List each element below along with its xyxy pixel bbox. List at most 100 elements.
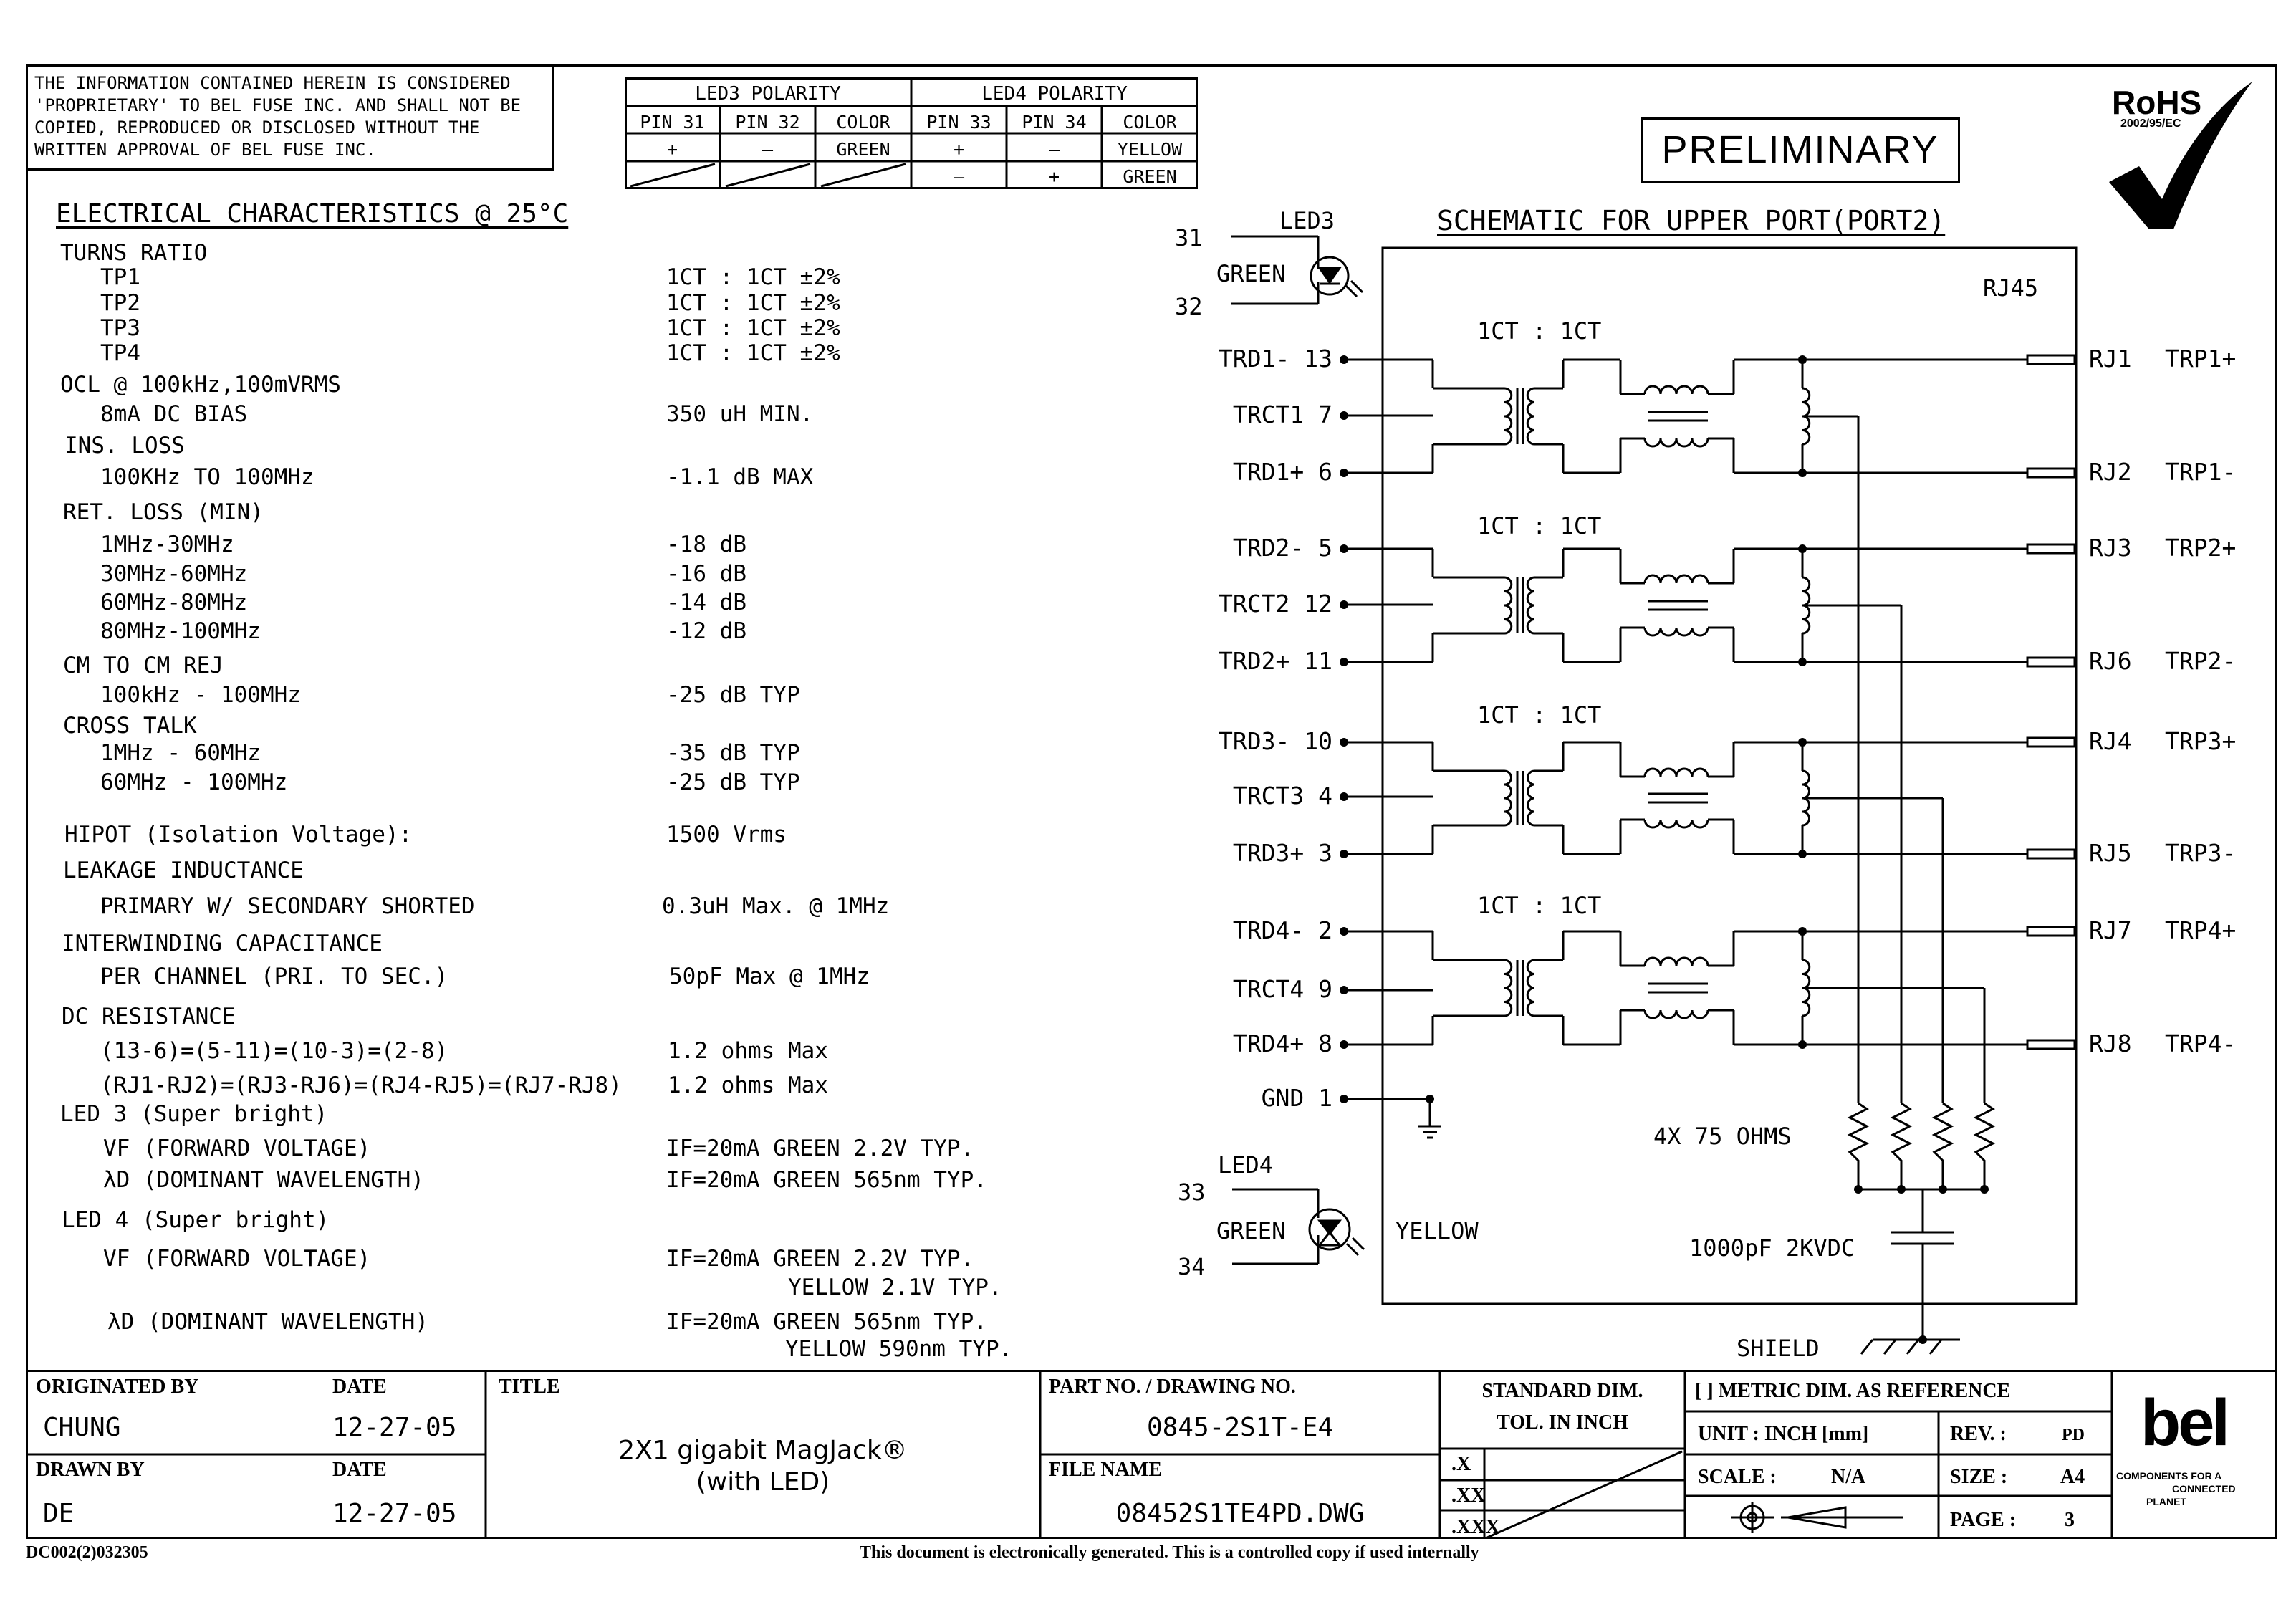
left-pin-label: TRCT4 9 [1232,975,1332,1003]
rohs-mark: RoHS [2112,84,2202,121]
date-value-1: 12-27-05 [332,1413,457,1442]
polarity-grid [625,77,1198,189]
spec-label: TP2 [100,290,140,316]
rj-signal-label: TRP3+ [2165,727,2237,755]
spec-label: PER CHANNEL (PRI. TO SEC.) [100,964,448,989]
part-no-value: 0845-2S1T-E4 [1146,1413,1334,1442]
spec-label: HIPOT (Isolation Voltage): [64,822,413,848]
spec-label: TP4 [100,340,140,366]
spec-label: λD (DOMINANT WAVELENGTH) [107,1309,428,1335]
title-label: TITLE [499,1376,560,1398]
rj-signal-label: TRP4- [2165,1030,2237,1057]
led4-name: LED4 [1218,1151,1274,1179]
spec-value: 1500 Vrms [666,822,787,848]
standard-dim: STANDARD DIM. [1481,1380,1643,1402]
metric-note: [ ] METRIC DIM. AS REFERENCE [1695,1380,2011,1402]
left-pin-label: TRD4+ 8 [1232,1030,1332,1057]
spec-value: 1.2 ohms Max [668,1072,828,1098]
led4-polarity-title: LED4 POLARITY [981,83,1128,105]
rj-signal-label: TRP1- [2165,458,2237,486]
led3-polarity-title: LED3 POLARITY [695,83,841,105]
preliminary-text: PRELIMINARY [1661,128,1939,171]
rj-signal-label: TRP2+ [2165,534,2237,562]
drawing-border [26,64,2277,1539]
rj-pin-label: RJ8 [2089,1030,2132,1057]
spec-label: DC RESISTANCE [62,1004,236,1030]
spec-value: -16 dB [666,561,746,587]
header-pin33: PIN 33 [926,112,991,133]
shield-label: SHIELD [1737,1335,1820,1362]
spec-value: 1CT : 1CT ±2% [666,340,840,366]
spec-label: LED 4 (Super bright) [62,1207,330,1233]
spec-value: 1.2 ohms Max [668,1038,828,1064]
header-pin31: PIN 31 [640,112,705,133]
spec-label: LEAKAGE INDUCTANCE [63,858,304,883]
schematic-title: SCHEMATIC FOR UPPER PORT(PORT2) [1437,205,1946,236]
spec-value: -18 dB [666,532,746,557]
rj-pin-label: RJ7 [2089,916,2132,944]
spec-label: (RJ1-RJ2)=(RJ3-RJ6)=(RJ4-RJ5)=(RJ7-RJ8) [100,1072,622,1098]
cell-r1-color3: GREEN [836,139,890,160]
led3-pin-a: 31 [1175,224,1203,251]
left-pin-label: TRCT3 4 [1232,782,1332,810]
cell-r2-color4: GREEN [1123,166,1177,187]
spec-value: -25 dB TYP [666,769,800,795]
header-pin32: PIN 32 [735,112,800,133]
led4-pin-a: 33 [1178,1179,1206,1206]
rohs-logo: RoHS 2002/95/EC [2099,77,2264,235]
rj-signal-label: TRP1+ [2165,345,2237,373]
spec-label: VF (FORWARD VOLTAGE) [103,1136,371,1161]
led4-pin-b: 34 [1178,1253,1206,1280]
spec-label: 8mA DC BIAS [100,401,248,427]
rj-pin-label: RJ3 [2089,534,2132,562]
part-no-label: PART NO. / DRAWING NO. [1049,1376,1296,1398]
header-pin34: PIN 34 [1022,112,1087,133]
led3-color: GREEN [1216,260,1286,287]
spec-label: (13-6)=(5-11)=(10-3)=(2-8) [100,1038,448,1064]
checkmark-icon [2109,82,2252,229]
connector-label: RJ45 [1983,274,2039,302]
spec-value: IF=20mA GREEN 565nm TYP. [666,1167,987,1193]
left-pin-label: TRD4- 2 [1232,916,1332,944]
rev-label: REV. : [1950,1423,2007,1445]
rohs-sub: 2002/95/EC [2120,117,2181,130]
cell-r1-pin34: – [1048,139,1060,160]
spec-label: 1MHz-30MHz [100,532,234,557]
resistor-label: 4X 75 OHMS [1653,1123,1792,1150]
drawn-by-value: DE [43,1499,75,1528]
spec-value: 50pF Max @ 1MHz [669,964,870,989]
left-pin-label: TRD2- 5 [1232,534,1332,562]
rj-signal-label: TRP3- [2165,839,2237,867]
date-label-2: DATE [332,1459,387,1481]
left-pin-label: TRCT1 7 [1232,400,1332,428]
cell-r1-pin31: + [666,139,678,160]
left-pin-label: GND 1 [1261,1084,1332,1112]
spec-label: TP1 [100,264,140,290]
scale-label: SCALE : [1698,1466,1777,1488]
tol-xx: .XX [1451,1484,1486,1507]
spec-value: 350 uH MIN. [666,401,814,427]
spec-label: INS. LOSS [64,433,185,459]
spec-label: 60MHz-80MHz [100,590,248,615]
ratio-label-3: 1CT : 1CT [1477,701,1602,729]
ratio-label-2: 1CT : 1CT [1477,512,1602,539]
spec-value: IF=20mA GREEN 2.2V TYP. [666,1136,974,1161]
spec-value: IF=20mA GREEN 565nm TYP. [666,1309,987,1335]
title-line-1: 2X1 gigabit MagJack® [618,1436,908,1465]
spec-label: CM TO CM REJ [63,653,224,678]
tolerance-inch: TOL. IN INCH [1497,1411,1628,1434]
preliminary-stamp [1641,117,1960,183]
cell-r2-pin33: – [953,166,965,187]
spec-label: OCL @ 100kHz,100mVRMS [60,372,341,398]
led3-name: LED3 [1279,207,1335,234]
form-code: DC002(2)032305 [26,1543,148,1562]
title-block: ORIGINATED BY CHUNG DATE 12-27-05 DRAWN … [26,1370,2277,1539]
spec-label: 1MHz - 60MHz [100,740,261,766]
title-line-2: (with LED) [696,1467,830,1497]
led-polarity-table: LED3 POLARITY LED4 POLARITY PIN 31 PIN 3… [625,77,1198,189]
notice-line-1: THE INFORMATION CONTAINED HEREIN IS CONS… [34,73,511,93]
originated-by-label: ORIGINATED BY [36,1376,199,1398]
spec-label: CROSS TALK [63,713,197,739]
size-label: SIZE : [1950,1466,2008,1488]
spec-value: -35 dB TYP [666,740,800,766]
